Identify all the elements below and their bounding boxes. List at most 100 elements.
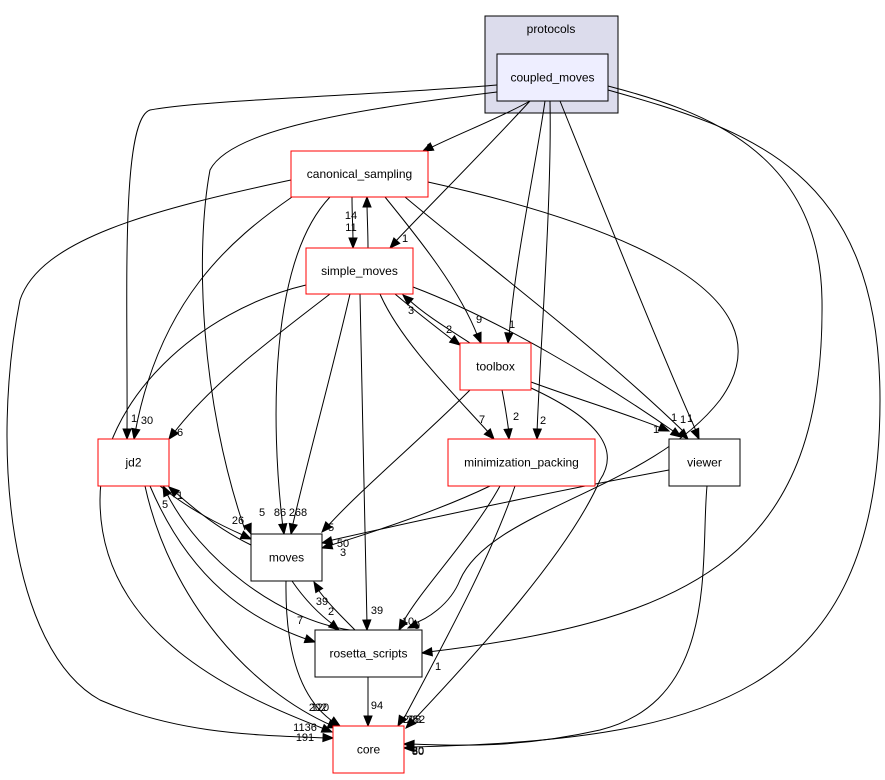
edge-label[interactable]: 2: [513, 411, 519, 423]
edge-canonical-sampling-to-core[interactable]: [6, 179, 335, 743]
edge-label[interactable]: 1: [426, 142, 432, 154]
edge-line: [394, 100, 531, 243]
edge-label[interactable]: 50: [337, 538, 349, 550]
node-simple-moves[interactable]: simple_moves: [305, 247, 414, 295]
edge-label[interactable]: 5: [328, 522, 334, 534]
node-core[interactable]: core: [332, 725, 405, 774]
edge-label[interactable]: 1: [653, 424, 659, 436]
edge-simple-moves-to-canonical-sampling[interactable]: [362, 195, 372, 249]
node-moves[interactable]: moves: [250, 533, 323, 582]
edge-toolbox-to-core[interactable]: [405, 387, 608, 729]
edge-label[interactable]: 9: [414, 620, 420, 632]
edge-label[interactable]: 14: [345, 210, 357, 222]
edge-viewer-to-core[interactable]: [402, 485, 708, 750]
edge-rosetta-scripts-to-core[interactable]: [363, 677, 373, 728]
node-canonical-sampling[interactable]: canonical_sampling: [290, 150, 429, 198]
edge-rosetta-scripts-to-moves[interactable]: [313, 580, 356, 631]
edge-minimization-packing-to-rosetta-scripts[interactable]: [398, 485, 501, 632]
node-viewer[interactable]: viewer: [668, 438, 741, 487]
edge-label[interactable]: 30: [141, 415, 153, 427]
edge-simple-moves-to-moves[interactable]: [288, 293, 351, 536]
cluster-label: protocols: [527, 22, 576, 36]
edge-label[interactable]: 7: [297, 615, 303, 627]
edge-label[interactable]: 39: [316, 596, 328, 608]
edge-coupled-moves-to-viewer[interactable]: [559, 100, 700, 441]
edge-label[interactable]: 1: [687, 413, 693, 425]
edge-toolbox-to-simple-moves[interactable]: [402, 294, 471, 344]
edge-coupled-moves-to-jd2[interactable]: [122, 84, 498, 441]
edge-label[interactable]: 1136: [293, 722, 317, 734]
edge-label[interactable]: 1: [131, 413, 137, 425]
edge-toolbox-to-viewer[interactable]: [530, 381, 671, 432]
edge-label[interactable]: 1: [402, 233, 408, 245]
edge-coupled-moves-to-simple-moves[interactable]: [389, 100, 531, 249]
edge-label[interactable]: 86: [274, 507, 286, 519]
node-coupled-moves[interactable]: coupled_moves: [496, 53, 609, 102]
edge-label[interactable]: 5: [162, 499, 168, 511]
edge-label[interactable]: 2: [446, 324, 452, 336]
edge-coupled-moves-to-toolbox[interactable]: [504, 100, 546, 345]
edge-coupled-moves-to-rosetta-scripts[interactable]: [420, 85, 823, 657]
node-toolbox[interactable]: toolbox: [459, 342, 532, 391]
edge-viewer-to-moves[interactable]: [320, 469, 670, 546]
edge-canonical-sampling-to-toolbox[interactable]: [384, 196, 482, 345]
node-label: core: [357, 743, 381, 757]
edge-label[interactable]: 3: [408, 305, 414, 317]
edge-label[interactable]: 2: [540, 415, 546, 427]
edge-canonical-sampling-to-jd2[interactable]: [131, 196, 293, 441]
edge-label[interactable]: 94: [371, 700, 383, 712]
edge-label[interactable]: 11: [345, 222, 356, 234]
edge-label[interactable]: 7: [479, 414, 485, 426]
edge-label[interactable]: 39: [371, 605, 383, 617]
node-jd2[interactable]: jd2: [97, 438, 170, 487]
arrowhead-icon: [168, 427, 180, 441]
edge-toolbox-to-minimization-packing[interactable]: [501, 389, 513, 441]
edge-simple-moves-to-rosetta-scripts[interactable]: [359, 293, 372, 632]
node-rosetta-scripts[interactable]: rosetta_scripts: [314, 629, 423, 678]
edge-line: [275, 196, 331, 529]
edge-moves-to-rosetta-scripts[interactable]: [291, 580, 341, 631]
edge-label[interactable]: 268: [289, 507, 307, 519]
edge-label[interactable]: 9: [476, 314, 482, 326]
edge-label[interactable]: 6: [177, 427, 183, 439]
edge-simple-moves-to-toolbox[interactable]: [394, 293, 462, 346]
edge-simple-moves-to-core[interactable]: [99, 284, 334, 733]
edge-canonical-sampling-to-moves[interactable]: [275, 196, 331, 536]
edge-simple-moves-to-minimization-packing[interactable]: [379, 293, 495, 441]
edge-label[interactable]: 202: [309, 702, 327, 714]
edge-label[interactable]: 5: [259, 507, 265, 519]
edge-label[interactable]: 298: [403, 714, 421, 726]
edge-label[interactable]: 10: [402, 616, 414, 628]
edge-moves-to-core[interactable]: [285, 580, 342, 727]
edge-label[interactable]: 1: [680, 414, 686, 426]
edge-coupled-moves-to-moves[interactable]: [201, 91, 498, 536]
edge-toolbox-to-moves[interactable]: [321, 389, 471, 533]
edge-label[interactable]: 1: [671, 412, 677, 424]
edge-label[interactable]: 30: [412, 745, 424, 757]
edge-label[interactable]: 191: [296, 732, 314, 744]
edge-label[interactable]: 352: [407, 714, 425, 726]
edge-line: [379, 293, 491, 435]
edge-coupled-moves-to-minimization-packing[interactable]: [532, 100, 551, 441]
edge-label[interactable]: 1: [435, 661, 441, 673]
edge-label[interactable]: 3: [340, 547, 346, 559]
edge-label[interactable]: 2: [328, 606, 334, 618]
edge-canonical-sampling-to-simple-moves[interactable]: [348, 196, 358, 250]
arrowhead-icon: [398, 618, 409, 632]
edge-canonical-sampling-to-rosetta-scripts[interactable]: [406, 181, 739, 629]
edge-simple-moves-to-viewer[interactable]: [412, 286, 683, 438]
edge-simple-moves-to-jd2[interactable]: [168, 293, 331, 441]
edge-label[interactable]: 120: [311, 702, 329, 714]
edge-label[interactable]: 1: [509, 319, 515, 331]
edge-minimization-packing-to-core[interactable]: [397, 485, 516, 728]
edge-rosetta-scripts-to-jd2[interactable]: [162, 484, 351, 631]
edge-label[interactable]: 30: [412, 746, 424, 758]
edge-moves-to-jd2[interactable]: [167, 486, 252, 546]
edge-jd2-to-rosetta-scripts[interactable]: [149, 485, 317, 644]
edge-label[interactable]: 1: [177, 490, 183, 502]
node-minimization-packing[interactable]: minimization_packing: [447, 438, 596, 487]
edge-canonical-sampling-to-viewer[interactable]: [404, 196, 689, 440]
edge-label[interactable]: 26: [232, 515, 244, 527]
arrowhead-icon: [363, 715, 373, 728]
